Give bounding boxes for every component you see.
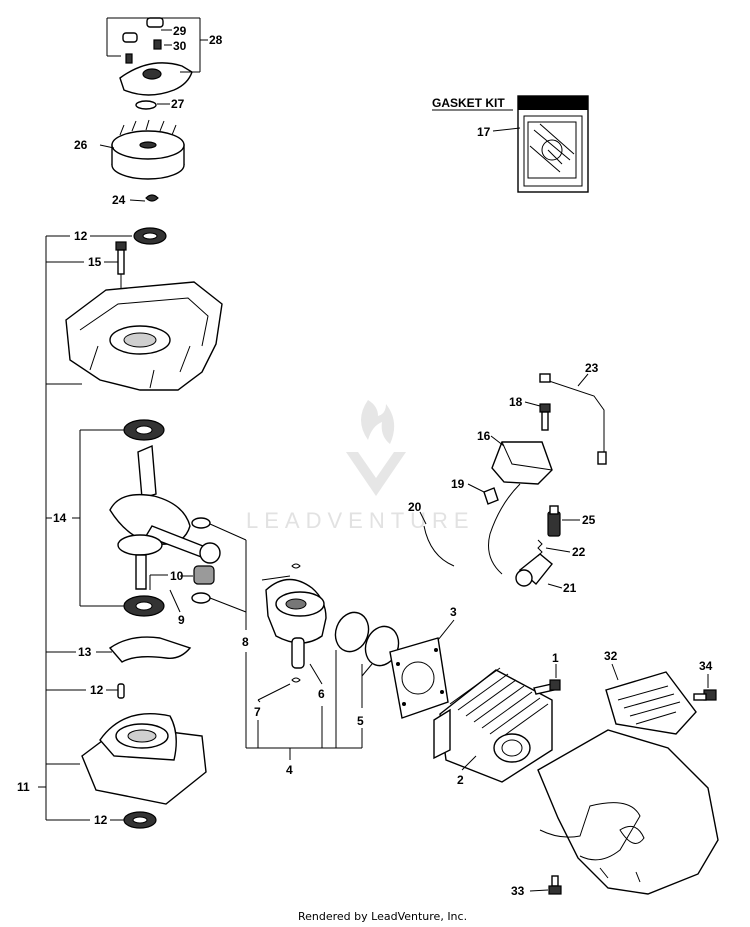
callout-4: 4	[286, 763, 293, 777]
part-thrust-washer-bottom	[191, 592, 211, 604]
part-oil-seal-12-top	[133, 227, 167, 245]
bracket-lines	[38, 235, 132, 821]
part-crankcase-bottom-11	[81, 713, 207, 805]
part-piston-group	[265, 563, 400, 683]
part-bolt-34	[693, 689, 717, 701]
part-washer-28	[135, 100, 157, 110]
part-bolt-1	[533, 679, 561, 695]
gasket-kit-title: GASKET KIT	[432, 96, 505, 110]
part-cylinder-cover-32	[537, 671, 719, 895]
part-key-26	[145, 194, 159, 202]
callout-1: 1	[552, 651, 559, 665]
part-crankcase-half	[65, 281, 223, 391]
callout-33: 33	[511, 884, 525, 898]
callout-18: 16	[477, 429, 491, 443]
callout-13: 12	[90, 683, 104, 697]
callout-31: 30	[173, 39, 187, 53]
part-ignition-wire-25	[539, 373, 607, 465]
callout-20: 19	[451, 477, 465, 491]
v-logo-icon	[346, 452, 406, 496]
callout-26: 24	[112, 193, 126, 207]
part-plug-cap-22	[515, 553, 553, 587]
part-needle-bearing-10	[193, 565, 215, 585]
callout-23: 22	[572, 545, 586, 559]
callout-28: 27	[171, 97, 185, 111]
bracket-lines-piston	[209, 523, 373, 760]
part-thrust-washer-top	[191, 517, 211, 529]
part-bracket-20	[483, 487, 499, 505]
callout-14: 13	[78, 645, 92, 659]
footer-credit: Rendered by LeadVenture, Inc.	[298, 910, 467, 923]
callout-10: 10	[170, 569, 184, 583]
callout-5: 5	[357, 714, 364, 728]
watermark-text: LEADVENTURE	[246, 508, 475, 533]
callout-8: 8	[242, 635, 249, 649]
part-flywheel-27	[111, 119, 185, 180]
part-oil-seal-12-bottom	[123, 811, 157, 829]
callout-12-bottom: 12	[94, 813, 108, 827]
part-gasket-14	[108, 636, 192, 663]
callout-7: 7	[254, 705, 261, 719]
callout-21: 20	[408, 500, 422, 514]
callout-30: 29	[173, 24, 187, 38]
callout-11: 11	[17, 780, 30, 794]
part-group-starter-pulley	[106, 17, 208, 96]
part-cylinder-gasket-3	[389, 637, 449, 719]
callout-12-top: 12	[74, 229, 88, 243]
part-crankshaft-assembly	[109, 419, 221, 617]
gasket-kit-box	[517, 95, 589, 193]
callout-15: 14	[53, 511, 67, 525]
callout-3: 3	[450, 605, 457, 619]
callout-22: 21	[563, 581, 577, 595]
watermark: LEADVENTURE	[246, 400, 475, 533]
callout-9: 9	[178, 613, 185, 627]
callout-25: 23	[585, 361, 599, 375]
flame-logo-icon	[361, 400, 395, 444]
callout-6: 6	[318, 687, 325, 701]
callout-17: 17	[477, 125, 491, 139]
callout-24: 25	[582, 513, 596, 527]
callout-16: 15	[88, 255, 102, 269]
part-pin-13	[117, 683, 125, 699]
part-ignition-coil-18	[488, 441, 553, 575]
part-screw-19	[539, 403, 551, 431]
part-spring-23	[537, 539, 543, 557]
part-cylinder-2	[433, 667, 553, 783]
callout-34: 34	[699, 659, 713, 673]
callout-29: 28	[209, 33, 223, 47]
callout-32: 32	[604, 649, 618, 663]
callout-19: 18	[509, 395, 523, 409]
part-tube-21	[423, 525, 455, 567]
callout-2: 2	[457, 773, 464, 787]
part-spark-plug-24	[547, 505, 561, 537]
part-bolt-33	[548, 875, 562, 895]
callout-27: 26	[74, 138, 88, 152]
